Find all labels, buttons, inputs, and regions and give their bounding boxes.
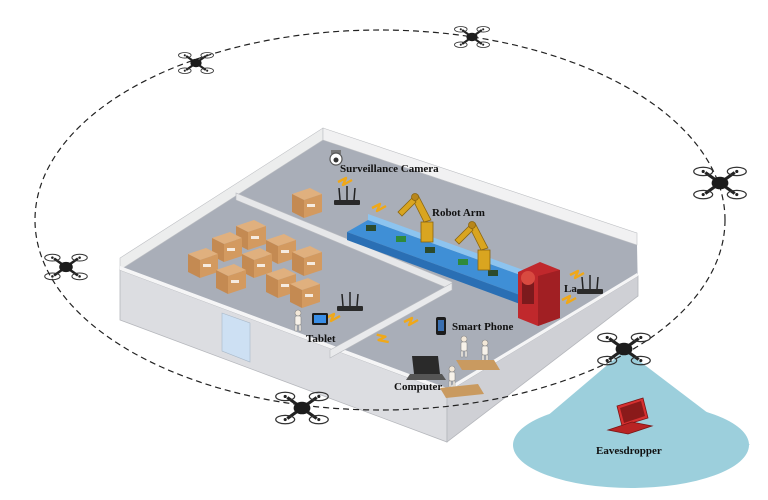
robot-arm-icon [397, 193, 491, 271]
drone-patrol-orbit [34, 29, 726, 411]
label-tablet: Tablet [306, 333, 336, 345]
eavesdropper-zone [513, 350, 750, 488]
label-eavesdropper: Eavesdropper [596, 445, 662, 457]
label-surveillance-camera: Surveillance Camera [340, 163, 439, 175]
conveyor-belt [347, 214, 540, 304]
conveyor-items [366, 225, 498, 276]
label-computer: Computer [394, 381, 442, 393]
office-workers [440, 335, 500, 398]
label-laptop: La [564, 283, 577, 295]
smartphone-icon [436, 317, 446, 335]
tablet-icon [312, 313, 328, 325]
computer-icon [406, 356, 446, 380]
label-robot-arm: Robot Arm [432, 207, 485, 219]
camera-icon [329, 150, 343, 166]
laptop-icon [606, 397, 654, 435]
machine-red [518, 262, 560, 326]
label-smart-phone: Smart Phone [452, 321, 514, 333]
factory-building [119, 127, 639, 443]
